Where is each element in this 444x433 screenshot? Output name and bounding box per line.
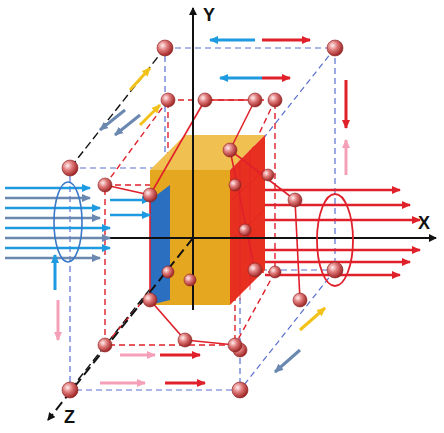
axis-label: X — [418, 214, 430, 232]
axis-label: Z — [64, 408, 75, 426]
axis-label: Y — [203, 6, 215, 24]
